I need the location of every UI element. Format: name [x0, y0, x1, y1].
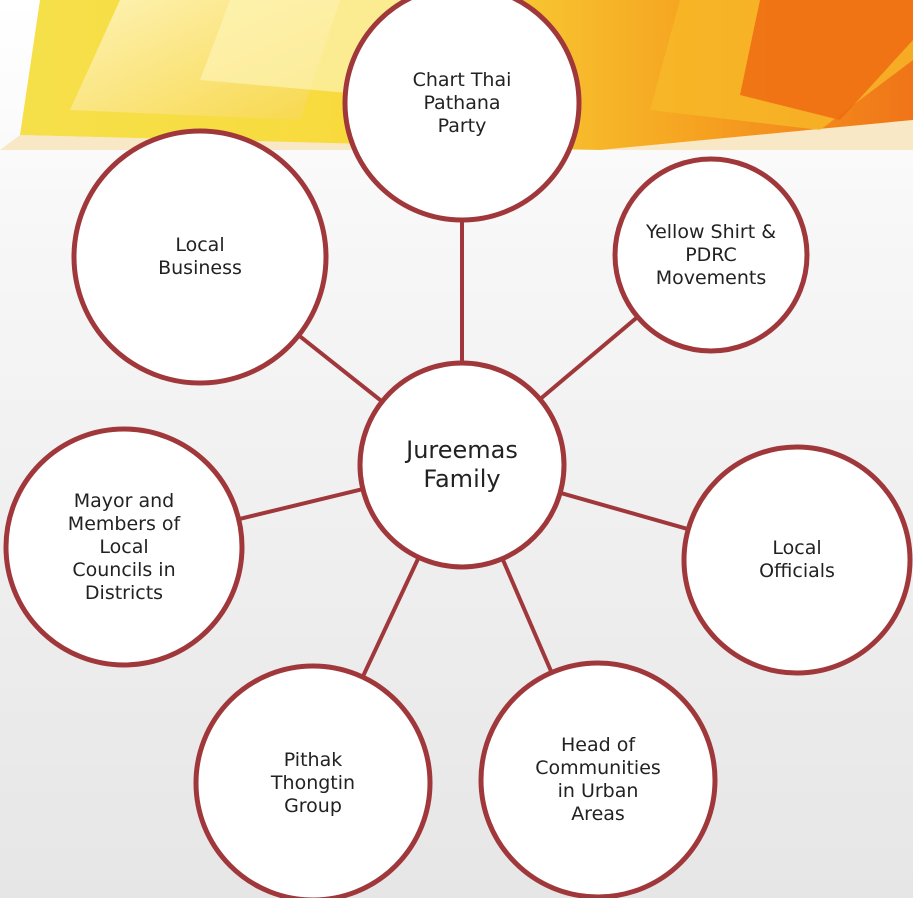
node-label-pithak: Pithak Thongtin Group — [270, 748, 356, 817]
node-label-local-officials: Local Officials — [759, 537, 835, 582]
node-circle-local-officials — [681, 444, 913, 676]
connector-pithak — [360, 556, 421, 678]
node-circle-local-business — [71, 128, 329, 386]
node-circle-yellow-shirt — [612, 156, 810, 354]
node-circle-pithak — [193, 663, 433, 898]
center-node-label: Jureemas Family — [406, 436, 518, 493]
node-label-mayor: Mayor and Members of Local Councils in D… — [67, 489, 181, 604]
node-label-head-communities: Head of Communities in Urban Areas — [535, 734, 661, 825]
connector-head-communities — [500, 557, 554, 674]
node-label-local-business: Local Business — [158, 234, 242, 279]
connector-local-officials — [559, 490, 689, 532]
connector-local-business — [297, 333, 384, 404]
connector-yellow-shirt — [538, 315, 639, 401]
node-circle-mayor — [3, 426, 245, 668]
node-circle-head-communities — [478, 660, 718, 898]
node-circle-chart-thai — [342, 0, 582, 223]
node-label-yellow-shirt: Yellow Shirt & PDRC Movements — [645, 220, 777, 289]
center-node-circle — [357, 360, 567, 570]
connector-mayor — [238, 487, 364, 522]
node-label-chart-thai: Chart Thai Pathana Party — [412, 68, 512, 137]
